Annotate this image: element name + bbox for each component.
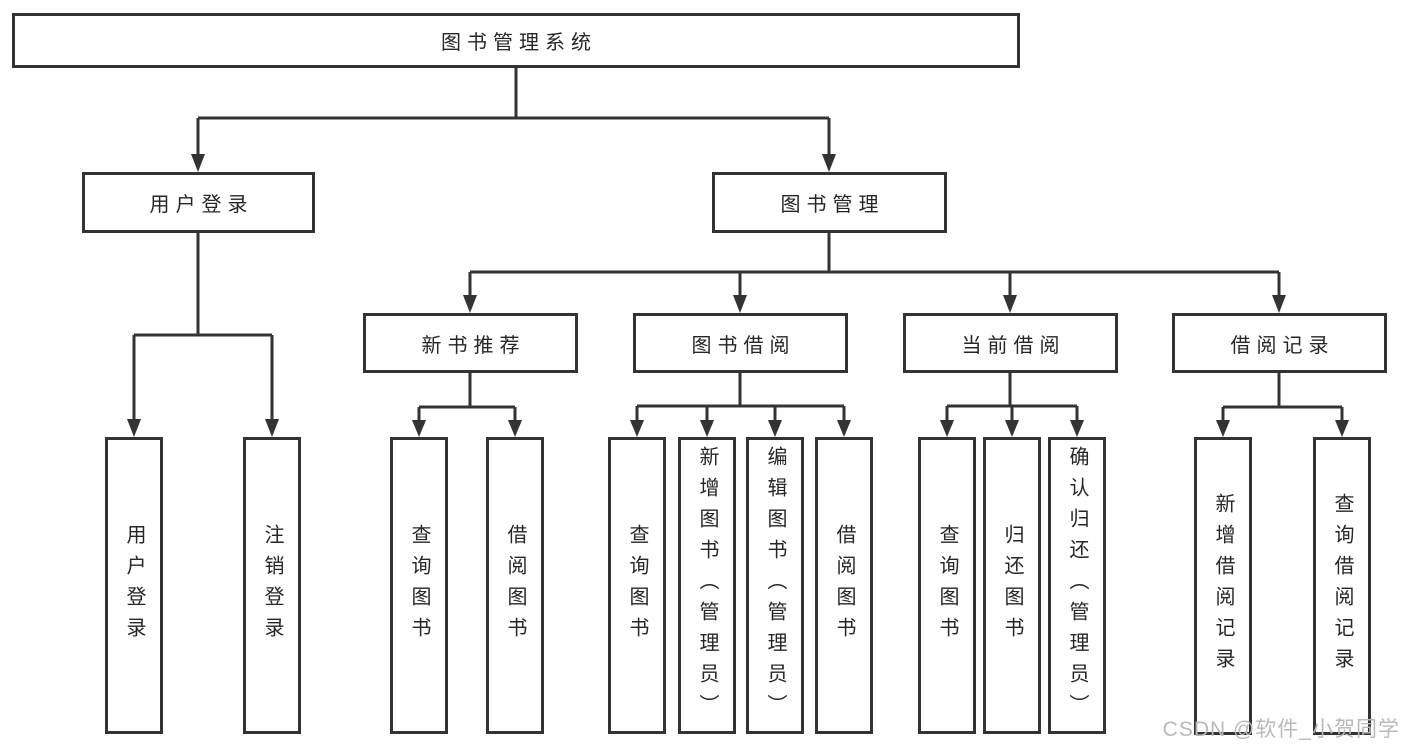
leaf-borrow-books: 借阅图书 bbox=[815, 437, 873, 734]
node-new-book-recommend: 新书推荐 bbox=[363, 313, 578, 373]
node-book-borrow: 图书借阅 bbox=[633, 313, 848, 373]
leaf-newbooks-query-books: 查询图书 bbox=[390, 437, 448, 734]
node-label: 借阅记录 bbox=[1230, 334, 1335, 357]
leaf-current-query-books: 查询图书 bbox=[918, 437, 976, 734]
node-label: 编辑图书（管理员） bbox=[764, 446, 786, 725]
node-label: 注销登录 bbox=[261, 523, 283, 648]
leaf-query-borrow-record: 查询借阅记录 bbox=[1313, 437, 1371, 735]
leaf-logout: 注销登录 bbox=[243, 437, 301, 734]
node-label: 新增图书（管理员） bbox=[696, 446, 718, 725]
node-label: 新书推荐 bbox=[421, 334, 526, 357]
node-label: 查询图书 bbox=[408, 523, 430, 648]
node-book-management: 图书管理 bbox=[712, 172, 947, 233]
leaf-user-login: 用户登录 bbox=[105, 437, 163, 734]
leaf-newbooks-borrow-books: 借阅图书 bbox=[486, 437, 544, 734]
node-label: 图书管理 bbox=[780, 194, 885, 216]
node-label: 借阅图书 bbox=[504, 523, 526, 648]
node-borrow-records: 借阅记录 bbox=[1172, 313, 1387, 373]
watermark-text: CSDN @软件_小贺同学 bbox=[1162, 718, 1400, 741]
node-label: 用户登录 bbox=[149, 194, 254, 216]
node-label: 归还图书 bbox=[1001, 523, 1023, 648]
node-label: 查询图书 bbox=[936, 523, 958, 648]
leaf-borrow-query-books: 查询图书 bbox=[608, 437, 666, 734]
node-label: 查询借阅记录 bbox=[1331, 493, 1353, 679]
node-label: 新增借阅记录 bbox=[1212, 493, 1234, 679]
leaf-return-books: 归还图书 bbox=[983, 437, 1041, 734]
arrowheads bbox=[127, 154, 1349, 437]
node-label: 查询图书 bbox=[626, 523, 648, 648]
leaf-add-book-admin: 新增图书（管理员） bbox=[678, 437, 736, 734]
node-label: 当前借阅 bbox=[961, 334, 1066, 357]
node-label: 用户登录 bbox=[123, 523, 145, 648]
node-current-borrow: 当前借阅 bbox=[903, 313, 1118, 373]
node-root-system: 图书管理系统 bbox=[12, 13, 1020, 68]
leaf-confirm-return-admin: 确认归还（管理员） bbox=[1048, 437, 1106, 734]
leaf-add-borrow-record: 新增借阅记录 bbox=[1194, 437, 1252, 735]
node-user-login: 用户登录 bbox=[82, 172, 315, 233]
node-label: 图书管理系统 bbox=[441, 32, 597, 54]
node-label: 确认归还（管理员） bbox=[1066, 446, 1088, 725]
node-label: 借阅图书 bbox=[833, 523, 855, 648]
node-label: 图书借阅 bbox=[691, 334, 796, 357]
leaf-edit-book-admin: 编辑图书（管理员） bbox=[746, 437, 804, 734]
